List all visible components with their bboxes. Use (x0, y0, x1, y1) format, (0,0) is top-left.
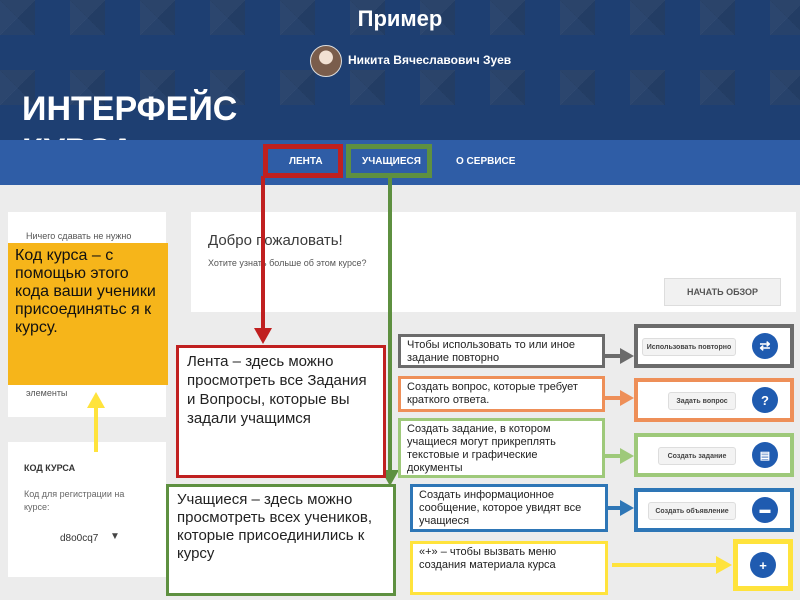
feed-note: Лента – здесь можно просмотреть все Зада… (176, 345, 386, 478)
course-banner (0, 0, 800, 140)
create-announcement-chip[interactable]: Создать объявление (648, 502, 736, 520)
plus-arrow-head (716, 556, 732, 574)
teacher-name: Никита Вячеславович Зуев (348, 53, 512, 67)
tab-feed[interactable]: ЛЕНТА (289, 156, 323, 167)
course-title: Пример (357, 6, 443, 31)
reuse-action-row: Использовать повторно ⇄ (634, 324, 794, 368)
course-code-value: d8o0cq7 (60, 533, 99, 544)
start-tour-button[interactable]: НАЧАТЬ ОБЗОР (664, 278, 781, 306)
question-note: Создать вопрос, которые требует краткого… (398, 376, 605, 412)
course-code-title: КОД КУРСА (24, 463, 76, 473)
students-tab-highlight (346, 144, 432, 178)
upcoming-elements-text: элементы (26, 388, 68, 398)
question-arrow-head (620, 390, 634, 406)
course-code-note: Код курса – с помощью этого кода ваши уч… (8, 243, 168, 385)
feed-tab-highlight (263, 144, 343, 178)
students-note: Учащиеся – здесь можно просмотреть всех … (166, 484, 396, 596)
reuse-chip[interactable]: Использовать повторно (642, 338, 736, 356)
announcement-arrow-head (620, 500, 634, 516)
reuse-arrow-head (620, 348, 634, 364)
clipboard-icon[interactable]: ▤ (752, 442, 778, 468)
tab-students[interactable]: УЧАЩИЕСЯ (362, 156, 421, 167)
course-code-hint: Код для регистрации на курсе: (24, 489, 125, 512)
assignment-note: Создать задание, в котором учащиеся могу… (398, 418, 605, 478)
announcement-note: Создать информационное сообщение, которо… (410, 484, 608, 532)
question-action-row: Задать вопрос ? (634, 378, 794, 422)
announcement-action-row: Создать объявление ▬ (634, 488, 794, 532)
create-assignment-chip[interactable]: Создать задание (658, 447, 736, 465)
caret-down-icon[interactable]: ▼ (110, 531, 120, 542)
welcome-subtitle: Хотите узнать больше об этом курсе? (208, 258, 367, 268)
ask-question-chip[interactable]: Задать вопрос (668, 392, 736, 410)
chat-icon[interactable]: ▬ (752, 497, 778, 523)
code-arrow-head (87, 392, 105, 408)
tab-about[interactable]: О СЕРВИСЕ (456, 156, 516, 167)
course-code-card (8, 442, 166, 577)
repeat-icon[interactable]: ⇄ (752, 333, 778, 359)
teacher-avatar (310, 45, 342, 77)
reuse-note: Чтобы использовать то или иное задание п… (398, 334, 605, 368)
nothing-due-text: Ничего сдавать не нужно (26, 231, 132, 241)
feed-arrow-head (254, 328, 272, 344)
assignment-arrow-head (620, 448, 634, 464)
assignment-action-row: Создать задание ▤ (634, 433, 794, 477)
plus-action-frame: + (733, 539, 793, 591)
plus-note: «+» – чтобы вызвать меню создания матери… (410, 541, 608, 595)
plus-icon[interactable]: + (750, 552, 776, 578)
welcome-title: Добро пожаловать! (208, 232, 343, 249)
question-icon[interactable]: ? (752, 387, 778, 413)
